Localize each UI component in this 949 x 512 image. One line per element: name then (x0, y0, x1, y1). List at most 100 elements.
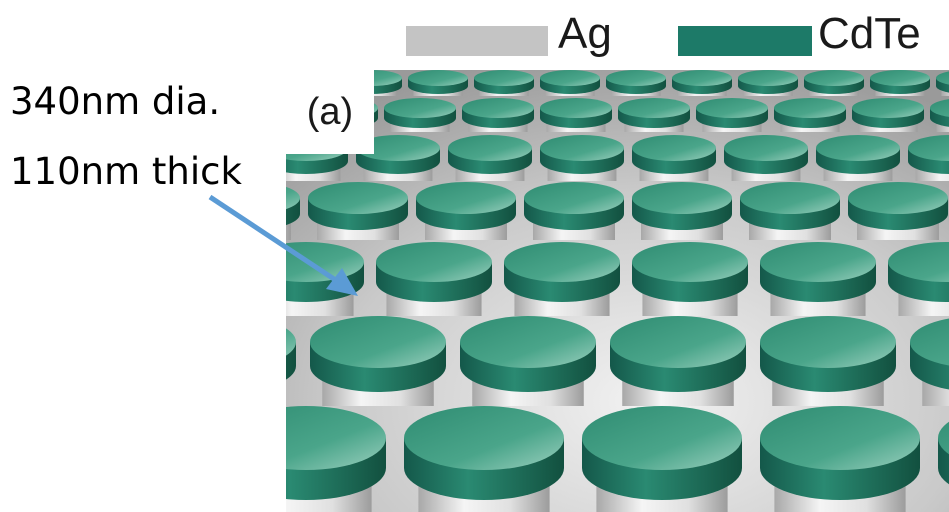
nanodisk (774, 98, 846, 132)
cdte-disk-top (618, 98, 690, 118)
cdte-disk-top (774, 98, 846, 118)
cdte-disk-top (356, 135, 440, 161)
cdte-disk-top (376, 242, 492, 282)
cdte-disk-top (672, 70, 732, 86)
nanodisk (460, 316, 596, 406)
cdte-disk-top (910, 318, 949, 366)
cdte-disk-top (760, 406, 920, 470)
nanodisk-array-image (286, 70, 949, 512)
cdte-disk-top (610, 316, 746, 368)
nanodisk (848, 182, 948, 240)
cdte-disk-top (888, 242, 949, 282)
cdte-disk-top (632, 135, 716, 161)
nanodisk (448, 135, 532, 181)
cdte-disk-top (540, 70, 600, 86)
nanodisk (760, 316, 896, 406)
cdte-disk-top (760, 316, 896, 368)
nanodisk (760, 406, 920, 512)
nanodisk (286, 328, 296, 380)
nanodisk (376, 242, 492, 316)
nanodisk (672, 70, 732, 96)
nanodisk (632, 242, 748, 316)
nanodisk (938, 421, 949, 485)
nanodisk (804, 70, 864, 96)
cdte-disk-top (404, 406, 564, 470)
nanodisk-array-render (286, 70, 949, 512)
cdte-disk-top (448, 135, 532, 161)
cdte-disk-top (286, 406, 386, 470)
legend-label-cdte: CdTe (818, 9, 921, 58)
nanodisk (384, 98, 456, 132)
cdte-disk-top (930, 99, 949, 117)
cdte-disk-top (524, 182, 624, 214)
cdte-disk-top (696, 98, 768, 118)
cdte-disk-top (632, 182, 732, 214)
nanodisk (308, 182, 408, 240)
cdte-disk-top (760, 242, 876, 282)
nanodisk (606, 70, 666, 96)
nanodisk (582, 406, 742, 512)
cdte-disk-top (310, 316, 446, 368)
nanodisk (908, 135, 949, 181)
nanodisk (408, 70, 468, 96)
cdte-disk-top (582, 406, 742, 470)
annotation-thickness: 110nm thick (10, 150, 242, 193)
nanodisk (462, 98, 534, 132)
cdte-disk-top (936, 71, 949, 85)
nanodisk (740, 182, 840, 240)
cdte-disk-top (870, 70, 930, 86)
cdte-disk-top (540, 135, 624, 161)
nanodisk (760, 242, 876, 316)
nanodisk (540, 135, 624, 181)
arrow-shaft (208, 194, 342, 286)
nanodisk (416, 182, 516, 240)
nanodisk (632, 182, 732, 240)
cdte-disk-top (540, 98, 612, 118)
nanodisk (816, 135, 900, 181)
cdte-disk-top (804, 70, 864, 86)
cdte-disk-top (384, 98, 456, 118)
ag-pillar (286, 214, 291, 240)
nanodisk (310, 316, 446, 406)
legend-swatch-cdte (678, 26, 812, 56)
panel-label: (a) (286, 70, 374, 154)
cdte-disk-top (286, 328, 296, 356)
cdte-disk-top (740, 182, 840, 214)
legend-swatch-ag (406, 26, 548, 56)
nanodisk (504, 242, 620, 316)
cdte-disk-top (504, 242, 620, 282)
cdte-disk-top (724, 135, 808, 161)
nanodisk (724, 135, 808, 181)
cdte-disk-top (408, 70, 468, 86)
cdte-disk-top (738, 70, 798, 86)
nanodisk (286, 242, 364, 316)
nanodisk (930, 99, 949, 132)
cdte-disk-top (606, 70, 666, 86)
cdte-disk-top (632, 242, 748, 282)
cdte-disk-top (474, 70, 534, 86)
cdte-disk-top (938, 421, 949, 455)
nanodisk (286, 406, 386, 512)
cdte-disk-top (460, 316, 596, 368)
cdte-disk-top (848, 182, 948, 214)
cdte-disk-top (852, 98, 924, 118)
nanodisk (632, 135, 716, 181)
nanodisk (870, 70, 930, 96)
nanodisk (696, 98, 768, 132)
cdte-disk-top (416, 182, 516, 214)
nanodisk (540, 98, 612, 132)
nanodisk (524, 182, 624, 240)
nanodisk (910, 318, 949, 406)
nanodisk (738, 70, 798, 96)
legend-label-ag: Ag (558, 9, 612, 58)
nanodisk (852, 98, 924, 132)
cdte-disk-top (908, 135, 949, 161)
cdte-disk-top (462, 98, 534, 118)
nanodisk (286, 186, 300, 240)
nanodisk (474, 70, 534, 96)
annotation-diameter: 340nm dia. (10, 80, 221, 123)
nanodisk (888, 242, 949, 316)
nanodisk (610, 316, 746, 406)
nanodisk (936, 71, 949, 96)
